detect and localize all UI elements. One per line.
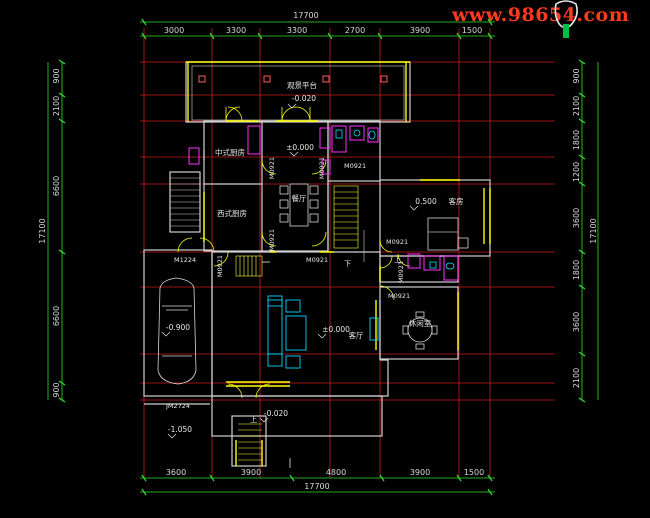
dim-right-seg-5: 3600 xyxy=(572,208,581,228)
door-label-hall: M0921 xyxy=(216,255,224,277)
dim-bottom-seg-5: 1500 xyxy=(464,468,484,477)
label-leisure: 休闲室 xyxy=(409,318,432,328)
stair-left xyxy=(170,177,200,227)
dim-left-seg-3: 900 xyxy=(52,382,61,397)
level-terrace: -0.020 xyxy=(292,94,316,103)
bedroom-bed xyxy=(427,217,469,251)
misc-marks xyxy=(262,261,291,468)
dim-bottom-seg-4: 3900 xyxy=(410,468,430,477)
door-label-bedroom: M0921 xyxy=(386,238,408,246)
stair-label-up-c: 上 xyxy=(394,255,401,264)
dim-top-seg-6: 1500 xyxy=(462,26,482,35)
watermark-logo xyxy=(554,0,578,38)
level-garage: -0.900 xyxy=(166,323,190,332)
dim-top-total: 17700 xyxy=(293,11,318,20)
dim-bottom-total: 17700 xyxy=(304,482,329,491)
axis-grid xyxy=(140,28,555,478)
label-western-kitchen: 西式厨房 xyxy=(217,208,247,218)
door-label-kitchen: M0921 xyxy=(268,157,276,179)
dim-right-seg-1: 900 xyxy=(572,68,581,83)
dining-table xyxy=(279,183,319,227)
door-label-living-top: M0921 xyxy=(306,256,328,264)
dim-left-total: 17100 xyxy=(38,218,47,243)
label-living: 客厅 xyxy=(349,330,364,340)
dim-right-seg-4: 1200 xyxy=(572,162,581,182)
dim-left-seg-2: 2100 xyxy=(52,96,61,116)
door-label-bath: M0921 xyxy=(397,261,405,283)
dim-right-total: 17100 xyxy=(589,218,598,243)
label-terrace: 观景平台 xyxy=(287,80,317,90)
leisure-table xyxy=(402,311,438,350)
door-label-leisure: M0921 xyxy=(388,292,410,300)
dim-bottom-seg-1: 3600 xyxy=(166,468,186,477)
walls xyxy=(143,61,491,467)
dim-left-seg-1: 900 xyxy=(52,68,61,83)
dim-left-group-2: 6600 xyxy=(52,306,61,326)
level-outside: -1.050 xyxy=(168,425,192,434)
door-label-western-kitchen: M0921 xyxy=(268,229,276,251)
stair-label-up-a: 上 xyxy=(250,415,257,424)
dim-right-seg-7: 3600 xyxy=(572,312,581,332)
garage-car xyxy=(157,277,197,385)
stair-core xyxy=(333,185,365,262)
dim-right-seg-2: 2100 xyxy=(572,96,581,116)
dimension-lines xyxy=(47,18,599,496)
terrace-columns xyxy=(198,75,388,83)
watermark-text: www.98654.com xyxy=(452,4,630,26)
stair-living xyxy=(235,255,263,277)
dim-bottom-seg-3: 4800 xyxy=(326,468,346,477)
kitchen-fixtures xyxy=(188,125,459,281)
dim-right-seg-3: 1800 xyxy=(572,130,581,150)
level-dining: ±0.000 xyxy=(286,143,314,152)
label-dining: 餐厅 xyxy=(292,194,307,203)
level-markers xyxy=(161,103,419,439)
stair-label-down: 下 xyxy=(344,260,351,268)
door-label-dining-right: M0921 xyxy=(318,157,326,179)
door-label-garage: JM2724 xyxy=(165,402,190,410)
stair-entrance xyxy=(238,423,262,461)
living-furniture xyxy=(267,295,379,369)
dim-bottom-seg-2: 3900 xyxy=(241,468,261,477)
dim-left-group-1: 6600 xyxy=(52,176,61,196)
level-living: ±0.000 xyxy=(322,325,350,334)
dim-top-seg-4: 2700 xyxy=(345,26,365,35)
level-bedroom: 0.500 xyxy=(415,197,437,206)
dim-top-seg-3: 3300 xyxy=(287,26,307,35)
label-chinese-kitchen: 中式厨房 xyxy=(215,147,245,157)
level-entrance: -0.020 xyxy=(264,409,288,418)
door-swings xyxy=(177,106,411,399)
dim-top-seg-1: 3000 xyxy=(164,26,184,35)
door-label-wc: M0921 xyxy=(344,162,366,170)
dim-right-seg-6: 1800 xyxy=(572,260,581,280)
windows xyxy=(186,61,491,466)
sink-fixtures xyxy=(335,129,455,270)
door-label-main: M1224 xyxy=(174,256,196,264)
dim-top-seg-2: 3300 xyxy=(226,26,246,35)
dim-top-seg-5: 3900 xyxy=(410,26,430,35)
dim-right-seg-8: 2100 xyxy=(572,368,581,388)
label-bedroom: 客房 xyxy=(449,196,464,206)
